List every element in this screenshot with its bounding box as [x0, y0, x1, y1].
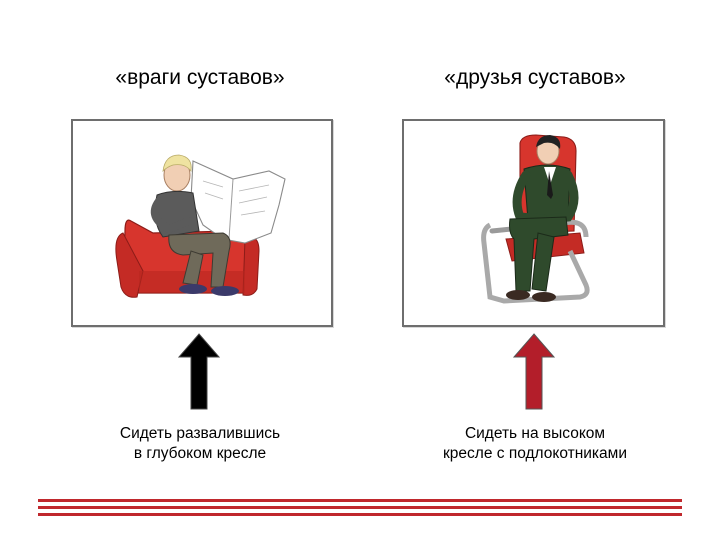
blond-man-head [163, 155, 191, 191]
enemies-caption: Сидеть развалившись в глубоком кресле [70, 424, 330, 464]
upright-man-illustration [402, 119, 665, 327]
footer-rule-1 [38, 499, 682, 502]
friends-caption-line1: Сидеть на высоком [400, 424, 670, 444]
newspaper-icon [191, 161, 285, 243]
friends-caption: Сидеть на высоком кресле с подлокотникам… [400, 424, 670, 464]
slouching-man-illustration [71, 119, 333, 327]
enemies-caption-line1: Сидеть развалившись [70, 424, 330, 444]
friends-caption-line2: кресле с подлокотниками [400, 444, 670, 464]
businessman-head [536, 135, 560, 164]
footer-rule-2 [38, 506, 682, 509]
enemies-caption-line2: в глубоком кресле [70, 444, 330, 464]
footer-rule-3 [38, 513, 682, 516]
up-arrow-red-icon [512, 333, 556, 411]
enemies-heading: «враги суставов» [70, 66, 330, 90]
friends-heading: «друзья суставов» [400, 66, 670, 90]
up-arrow-black-icon [177, 333, 221, 411]
